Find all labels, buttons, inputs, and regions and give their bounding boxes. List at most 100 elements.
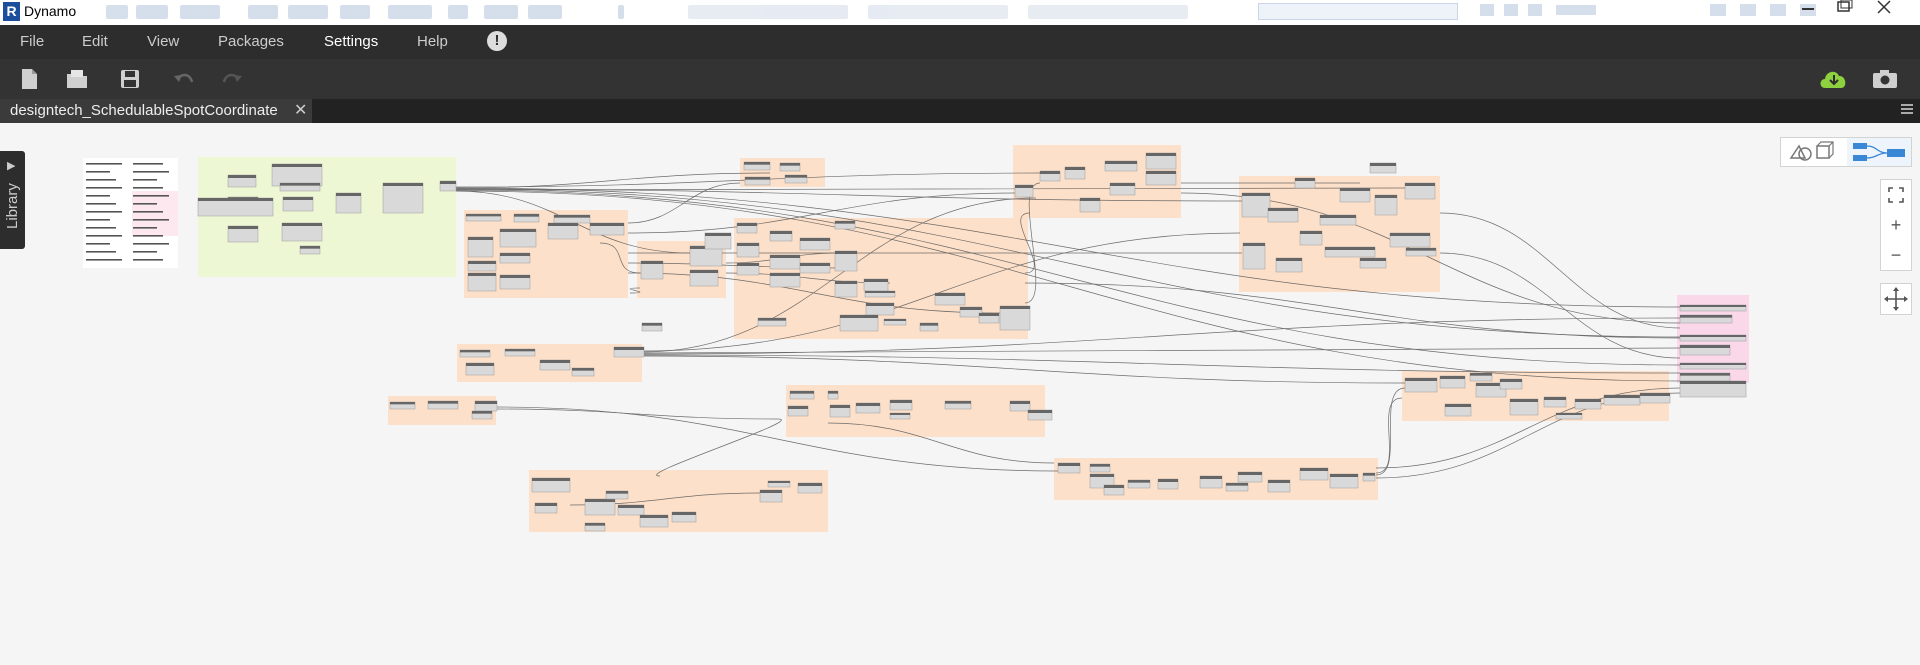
graph-node[interactable] (589, 222, 625, 236)
graph-node[interactable] (571, 367, 595, 377)
graph-node[interactable] (865, 302, 895, 316)
graph-node[interactable] (427, 400, 459, 410)
graph-node[interactable] (1603, 394, 1641, 406)
graph-node[interactable] (1294, 177, 1316, 189)
graph-node[interactable] (1329, 473, 1359, 489)
graph-node[interactable] (465, 362, 495, 376)
menu-view[interactable]: View (147, 33, 180, 50)
graph-node[interactable] (1362, 472, 1376, 482)
graph-node[interactable] (1089, 473, 1115, 489)
tab-overflow-icon[interactable] (1900, 102, 1914, 119)
graph-node[interactable] (474, 400, 498, 412)
graph-node[interactable] (279, 182, 321, 192)
graph-node[interactable] (799, 262, 831, 274)
graph-node[interactable] (799, 237, 831, 251)
workspace-tab[interactable]: designtech_SchedulableSpotCoordinate ✕ (0, 99, 312, 123)
graph-node[interactable] (769, 272, 801, 288)
graph-node[interactable] (1499, 378, 1523, 390)
graph-node[interactable] (1324, 246, 1376, 258)
graph-node[interactable] (1404, 377, 1438, 393)
library-tab[interactable]: ▶ Library (0, 151, 25, 249)
maximize-button[interactable] (1826, 0, 1862, 20)
graph-node[interactable] (863, 278, 889, 292)
graph-view-icon[interactable] (1847, 138, 1911, 166)
graph-node[interactable] (617, 504, 645, 516)
graph-node[interactable] (787, 405, 809, 417)
graph-node[interactable] (1679, 344, 1731, 356)
graph-node[interactable] (1339, 187, 1371, 203)
graph-node[interactable] (797, 482, 823, 494)
graph-node[interactable] (197, 197, 274, 217)
graph-node[interactable] (1241, 192, 1271, 218)
graph-node[interactable] (467, 260, 497, 272)
graph-node[interactable] (467, 272, 497, 292)
graph-node[interactable] (864, 290, 896, 298)
graph-node[interactable] (389, 401, 416, 410)
graph-node[interactable] (829, 404, 851, 418)
menu-help[interactable]: Help (417, 33, 448, 50)
graph-node[interactable] (1057, 462, 1081, 474)
graph-node[interactable] (1039, 170, 1061, 182)
graph-node[interactable] (1275, 257, 1303, 273)
node-graph[interactable] (0, 123, 1920, 665)
graph-canvas[interactable]: ▶ Library + − (0, 123, 1920, 665)
graph-node[interactable] (1079, 197, 1101, 213)
menu-edit[interactable]: Edit (82, 33, 108, 50)
graph-node[interactable] (934, 292, 966, 306)
graph-node[interactable] (1009, 400, 1031, 412)
graph-node[interactable] (1543, 396, 1567, 408)
graph-node[interactable] (1237, 471, 1263, 483)
graph-node[interactable] (827, 390, 839, 400)
graph-node[interactable] (1374, 194, 1398, 216)
menu-file[interactable]: File (20, 33, 45, 50)
graph-node[interactable] (1109, 182, 1136, 196)
graph-node[interactable] (834, 280, 858, 298)
graph-node[interactable] (978, 312, 1000, 324)
graph-node[interactable] (1267, 479, 1291, 493)
graph-node[interactable] (1404, 182, 1436, 200)
graph-node[interactable] (465, 213, 502, 222)
graph-node[interactable] (743, 161, 771, 171)
graph-node[interactable] (1475, 382, 1507, 398)
graph-node[interactable] (1389, 232, 1431, 248)
graph-node[interactable] (1064, 166, 1086, 180)
graph-node[interactable] (613, 346, 645, 358)
graph-node[interactable] (282, 196, 314, 212)
open-file-icon[interactable] (66, 68, 88, 90)
graph-node[interactable] (1679, 372, 1731, 382)
pan-icon[interactable] (1880, 283, 1912, 315)
graph-node[interactable] (499, 228, 537, 248)
graph-node[interactable] (382, 182, 424, 214)
graph-node[interactable] (1509, 398, 1539, 416)
graph-node[interactable] (1242, 242, 1266, 270)
graph-node[interactable] (639, 514, 669, 528)
graph-node[interactable] (767, 480, 791, 488)
menu-settings[interactable]: Settings (324, 33, 379, 50)
graph-node[interactable] (919, 322, 939, 332)
graph-node[interactable] (499, 252, 531, 264)
graph-node[interactable] (769, 230, 793, 242)
graph-node[interactable] (1299, 467, 1329, 481)
minimize-button[interactable] (1790, 0, 1826, 20)
graph-node[interactable] (439, 180, 457, 192)
graph-node[interactable] (1679, 334, 1747, 342)
graph-node[interactable] (889, 399, 913, 411)
graph-node[interactable] (1027, 409, 1053, 421)
camera-icon[interactable] (1871, 68, 1899, 90)
undo-icon[interactable] (172, 68, 194, 90)
zoom-in-button[interactable]: + (1890, 215, 1902, 235)
graph-node[interactable] (459, 349, 491, 358)
graph-node[interactable] (704, 232, 732, 250)
graph-node[interactable] (271, 163, 323, 187)
info-icon[interactable]: ! (487, 31, 507, 51)
graph-node[interactable] (999, 305, 1031, 331)
graph-node[interactable] (769, 254, 801, 270)
graph-node[interactable] (1267, 207, 1299, 223)
revit-search-box[interactable] (1258, 3, 1458, 20)
graph-node[interactable] (1299, 230, 1323, 246)
graph-node[interactable] (779, 162, 801, 172)
zoom-out-button[interactable]: − (1890, 245, 1902, 265)
graph-node[interactable] (1679, 380, 1747, 398)
graph-node[interactable] (757, 317, 787, 327)
graph-node[interactable] (1225, 482, 1249, 492)
